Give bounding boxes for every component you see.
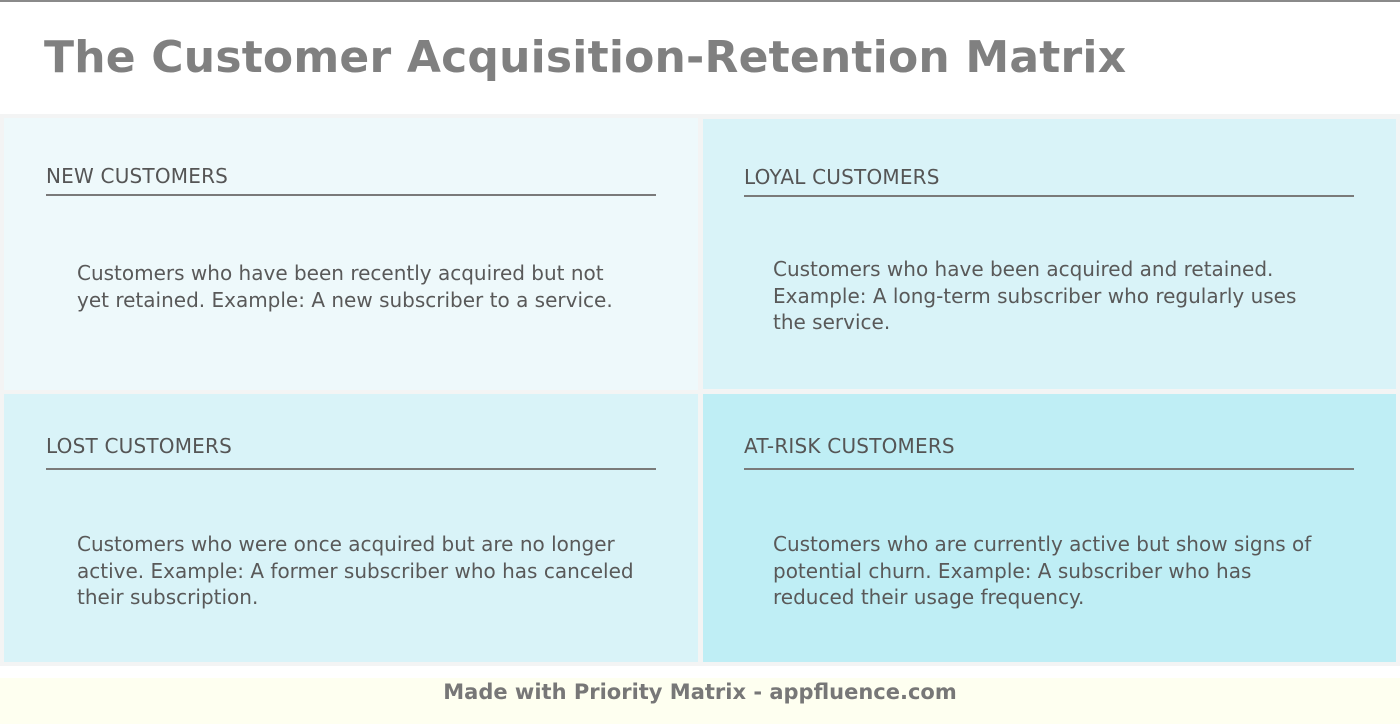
quadrant-description: Customers who are currently active but s… bbox=[773, 532, 1312, 609]
quadrant-title: LOYAL CUSTOMERS bbox=[744, 165, 940, 189]
quadrant-description: Customers who have been acquired and ret… bbox=[773, 257, 1297, 334]
quadrant-divider bbox=[744, 195, 1354, 197]
matrix-grid: NEW CUSTOMERS Customers who have been re… bbox=[0, 114, 1400, 666]
quadrant-divider bbox=[46, 468, 656, 470]
quadrant-divider bbox=[46, 194, 656, 196]
footer-spacer bbox=[0, 666, 1400, 678]
footer-credit: Made with Priority Matrix - appfluence.c… bbox=[443, 680, 957, 704]
quadrant-description: Customers who have been recently acquire… bbox=[77, 261, 613, 312]
header: The Customer Acquisition-Retention Matri… bbox=[0, 2, 1400, 114]
page-title: The Customer Acquisition-Retention Matri… bbox=[44, 32, 1127, 83]
quadrant-lost-customers: LOST CUSTOMERS Customers who were once a… bbox=[4, 394, 698, 662]
quadrant-divider bbox=[744, 468, 1354, 470]
quadrant-loyal-customers: LOYAL CUSTOMERS Customers who have been … bbox=[703, 119, 1396, 389]
quadrant-at-risk-customers: AT-RISK CUSTOMERS Customers who are curr… bbox=[703, 394, 1396, 662]
quadrant-title: AT-RISK CUSTOMERS bbox=[744, 434, 955, 458]
quadrant-title: LOST CUSTOMERS bbox=[46, 434, 232, 458]
quadrant-title: NEW CUSTOMERS bbox=[46, 164, 229, 188]
footer: Made with Priority Matrix - appfluence.c… bbox=[0, 678, 1400, 724]
quadrant-description: Customers who were once acquired but are… bbox=[77, 532, 634, 609]
quadrant-new-customers: NEW CUSTOMERS Customers who have been re… bbox=[4, 118, 698, 390]
